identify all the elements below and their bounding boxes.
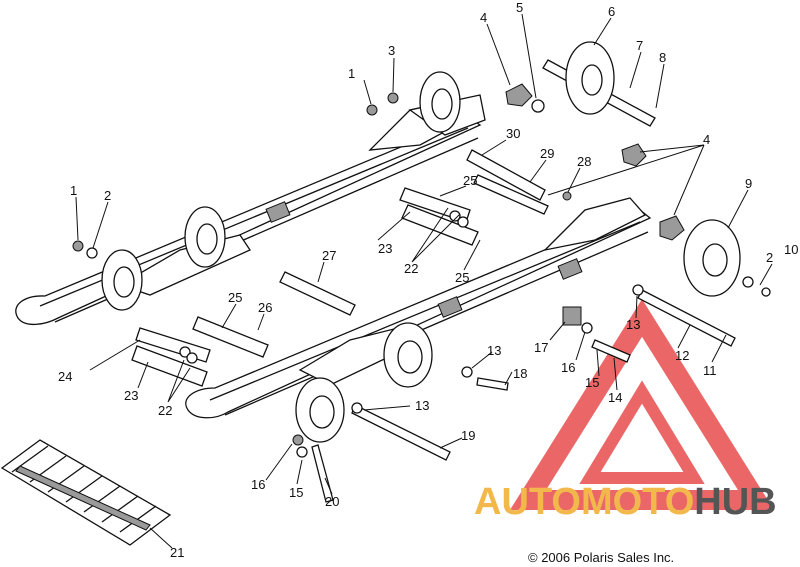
callout-27: 27 <box>322 248 336 263</box>
callout-24: 24 <box>58 369 72 384</box>
callout-4-lower: 4 <box>703 132 710 147</box>
callout-6: 6 <box>608 4 615 19</box>
callout-26: 26 <box>258 300 272 315</box>
callout-25-mid: 25 <box>455 270 469 285</box>
watermark-logo-icon <box>509 299 775 510</box>
callout-13-lower: 13 <box>415 398 429 413</box>
callout-4: 4 <box>480 10 487 25</box>
track-illustration <box>0 439 172 546</box>
callout-14: 14 <box>608 390 622 405</box>
callout-13-right: 13 <box>626 317 640 332</box>
watermark-text: AUTOMOTOHUB <box>474 481 777 523</box>
callout-23-lower: 23 <box>124 388 138 403</box>
callout-labels: 1 3 4 5 6 7 8 30 29 28 4 9 1 2 25 23 22 … <box>58 0 798 560</box>
wheels <box>101 41 741 443</box>
callout-2-left: 2 <box>104 188 111 203</box>
callout-29: 29 <box>540 146 554 161</box>
callout-5: 5 <box>516 0 523 15</box>
watermark-part-a: AUTOMOTO <box>474 481 694 523</box>
callout-12: 12 <box>675 348 689 363</box>
callout-2-right: 2 <box>766 250 773 265</box>
callout-28: 28 <box>577 154 591 169</box>
hardware <box>72 83 771 458</box>
callout-22-upper: 22 <box>404 261 418 276</box>
callout-17: 17 <box>534 340 548 355</box>
callout-8: 8 <box>659 50 666 65</box>
callout-16-lower: 16 <box>251 477 265 492</box>
callout-19: 19 <box>461 428 475 443</box>
callout-22-lower: 22 <box>158 403 172 418</box>
callout-13-mid: 13 <box>487 343 501 358</box>
copyright-notice: © 2006 Polaris Sales Inc. <box>528 550 674 565</box>
leader-lines <box>75 13 773 549</box>
callout-15-lower: 15 <box>289 485 303 500</box>
callout-15-right: 15 <box>585 375 599 390</box>
callout-10: 10 <box>784 242 798 257</box>
callout-18: 18 <box>513 366 527 381</box>
callout-16-right: 16 <box>561 360 575 375</box>
callout-9: 9 <box>745 176 752 191</box>
callout-23-upper: 23 <box>378 241 392 256</box>
callout-11: 11 <box>703 363 717 378</box>
callout-25-upper: 25 <box>463 173 477 188</box>
callout-1: 1 <box>348 66 355 81</box>
callout-21: 21 <box>170 545 184 560</box>
callout-3: 3 <box>388 43 395 58</box>
callout-20: 20 <box>325 494 339 509</box>
watermark-part-b: HUB <box>694 481 776 523</box>
callout-30: 30 <box>506 126 520 141</box>
callout-25-lower: 25 <box>228 290 242 305</box>
callout-1-left: 1 <box>70 183 77 198</box>
callout-7: 7 <box>636 38 643 53</box>
